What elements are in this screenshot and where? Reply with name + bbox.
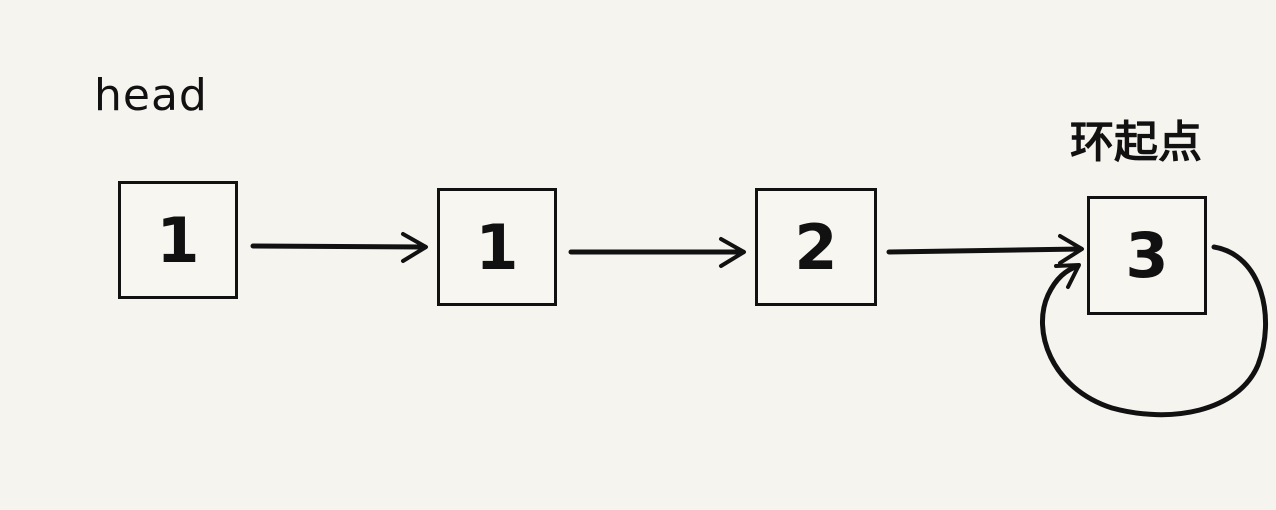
list-node-4-cycle-start: 3 — [1087, 196, 1207, 315]
arrow-0-to-1 — [250, 232, 428, 263]
list-node-3: 2 — [755, 188, 877, 306]
list-node-2: 1 — [437, 188, 557, 306]
arrow-2-to-3 — [886, 234, 1084, 265]
cycle-start-label: 环起点 — [1070, 117, 1202, 168]
head-label: head — [94, 70, 208, 121]
arrow-1-to-2 — [568, 237, 746, 268]
list-node-1: 1 — [118, 181, 238, 299]
self-loop-arrow — [1039, 244, 1268, 418]
